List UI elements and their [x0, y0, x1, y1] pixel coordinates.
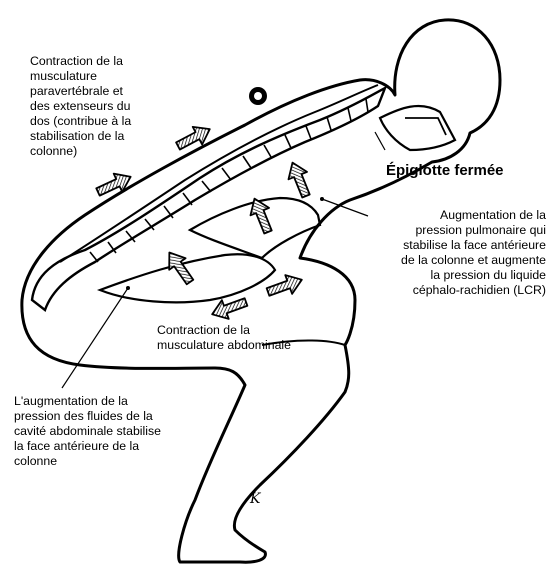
- spine-outline: [30, 85, 388, 312]
- label-pulmonary-pressure: Augmentation de la pression pulmonaire q…: [401, 208, 546, 297]
- leader-epiglottis: [374, 131, 386, 151]
- label-abdominal-muscles: Contraction de la musculature abdominale: [157, 323, 291, 352]
- label-abdominal-fluid: L'augmentation de la pression des fluide…: [14, 394, 161, 468]
- vertebrae: [89, 98, 369, 263]
- label-paravertebral: Contraction de la musculature paravertéb…: [30, 54, 132, 158]
- diaphragm: [187, 196, 322, 260]
- back-muscle-band: [59, 84, 379, 263]
- artist-signature: K: [250, 491, 261, 507]
- leader-pulmonary: [321, 198, 369, 217]
- label-epiglottis: Épiglotte fermée: [386, 162, 504, 179]
- airway: [378, 104, 457, 152]
- leader-fluid: [61, 287, 129, 389]
- body-silhouette: [20, 18, 502, 564]
- knee-crease: [261, 339, 346, 346]
